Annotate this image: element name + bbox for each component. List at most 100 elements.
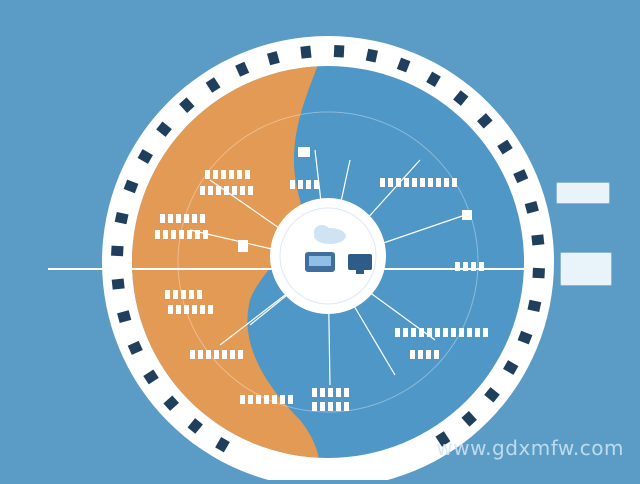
glyph-mark (336, 402, 341, 411)
side-box-left (40, 260, 76, 278)
glyph-mark (336, 388, 341, 397)
rim-glyph (143, 369, 159, 385)
glyph-mark (344, 388, 349, 397)
glyph-mark (479, 262, 484, 271)
glyph-mark (396, 178, 401, 187)
glyph-mark (388, 178, 393, 187)
glyph-mark (418, 350, 423, 359)
glyph-mark (213, 170, 218, 179)
rim-glyph (503, 360, 519, 375)
device-icon (305, 252, 335, 272)
glyph-mark (192, 214, 197, 223)
rim-glyph (513, 169, 529, 184)
glyph-mark (443, 328, 448, 337)
rim-glyph (524, 201, 539, 214)
decorative-glyphs (111, 45, 545, 453)
glyph-mark (435, 328, 440, 337)
computer-icon (348, 254, 372, 274)
glyph-mark (200, 305, 205, 314)
rim-glyph (333, 45, 345, 58)
glyph-mark (256, 395, 261, 404)
rim-glyph (187, 418, 203, 434)
glyph-mark (426, 350, 431, 359)
glyph-mark (459, 328, 464, 337)
glyph-mark (312, 388, 317, 397)
glyph-mark (436, 178, 441, 187)
hub-inner-ring (279, 207, 377, 305)
glyph-mark (221, 170, 226, 179)
rim-glyph (497, 139, 513, 155)
glyph-mark (290, 180, 295, 189)
glyph-mark (404, 178, 409, 187)
side-box-top-right (556, 182, 610, 204)
rim-glyph (435, 431, 451, 447)
watermark-text: www.gdxmfw.com (436, 436, 624, 460)
glyph-mark (229, 170, 234, 179)
glyph-mark (427, 328, 432, 337)
rim-glyph (484, 387, 500, 403)
rim-glyph (205, 77, 221, 93)
glyph-mark (419, 328, 424, 337)
cloud-icon (314, 225, 346, 244)
marker-icon (462, 210, 472, 220)
side-box-mid-right (560, 252, 612, 286)
rim-glyph (111, 245, 124, 257)
rim-glyph (215, 437, 230, 453)
glyph-mark (314, 180, 319, 189)
glyph-mark (214, 350, 219, 359)
glyph-mark (203, 230, 208, 239)
glyph-mark (420, 178, 425, 187)
rim-glyph (300, 45, 312, 59)
glyph-mark (451, 328, 456, 337)
glyph-mark (173, 290, 178, 299)
rim-glyph (123, 179, 139, 194)
rim-glyph (114, 211, 129, 225)
glyph-mark (312, 402, 317, 411)
glyph-mark (463, 262, 468, 271)
glyph-mark (181, 290, 186, 299)
rim-glyph (396, 57, 411, 73)
glyph-mark (168, 214, 173, 223)
glyph-mark (428, 178, 433, 187)
glyph-mark (444, 178, 449, 187)
glyph-mark (187, 230, 192, 239)
glyph-mark (272, 395, 277, 404)
glyph-mark (179, 230, 184, 239)
glyph-mark (455, 262, 460, 271)
rim-glyph (137, 149, 153, 164)
glyph-mark (192, 305, 197, 314)
left-half-region (132, 66, 320, 458)
glyph-mark (237, 170, 242, 179)
glyph-mark (205, 170, 210, 179)
glyph-mark (222, 350, 227, 359)
glyph-mark (452, 178, 457, 187)
glyph-mark (171, 230, 176, 239)
glyph-mark (184, 305, 189, 314)
glyph-mark (165, 290, 170, 299)
glyph-mark (320, 402, 325, 411)
glyph-mark (155, 230, 160, 239)
glyph-mark (176, 214, 181, 223)
glyph-mark (197, 290, 202, 299)
glyph-mark (344, 402, 349, 411)
rim-glyph (267, 51, 280, 66)
rim-glyph (365, 48, 379, 63)
guide-circle (177, 111, 479, 413)
glyph-mark (395, 328, 400, 337)
glyph-mark (412, 178, 417, 187)
glyph-mark (216, 186, 221, 195)
glyph-mark (280, 395, 285, 404)
glyph-mark (224, 186, 229, 195)
marker-icon (298, 147, 310, 157)
glyph-mark (200, 186, 205, 195)
glyph-mark (184, 214, 189, 223)
glyph-mark (475, 328, 480, 337)
glyph-mark (238, 350, 243, 359)
glyph-mark (240, 186, 245, 195)
glyph-mark (403, 328, 408, 337)
glyph-mark (190, 350, 195, 359)
glyph-mark (328, 388, 333, 397)
glyph-mark (248, 186, 253, 195)
rim-glyph (111, 278, 125, 290)
